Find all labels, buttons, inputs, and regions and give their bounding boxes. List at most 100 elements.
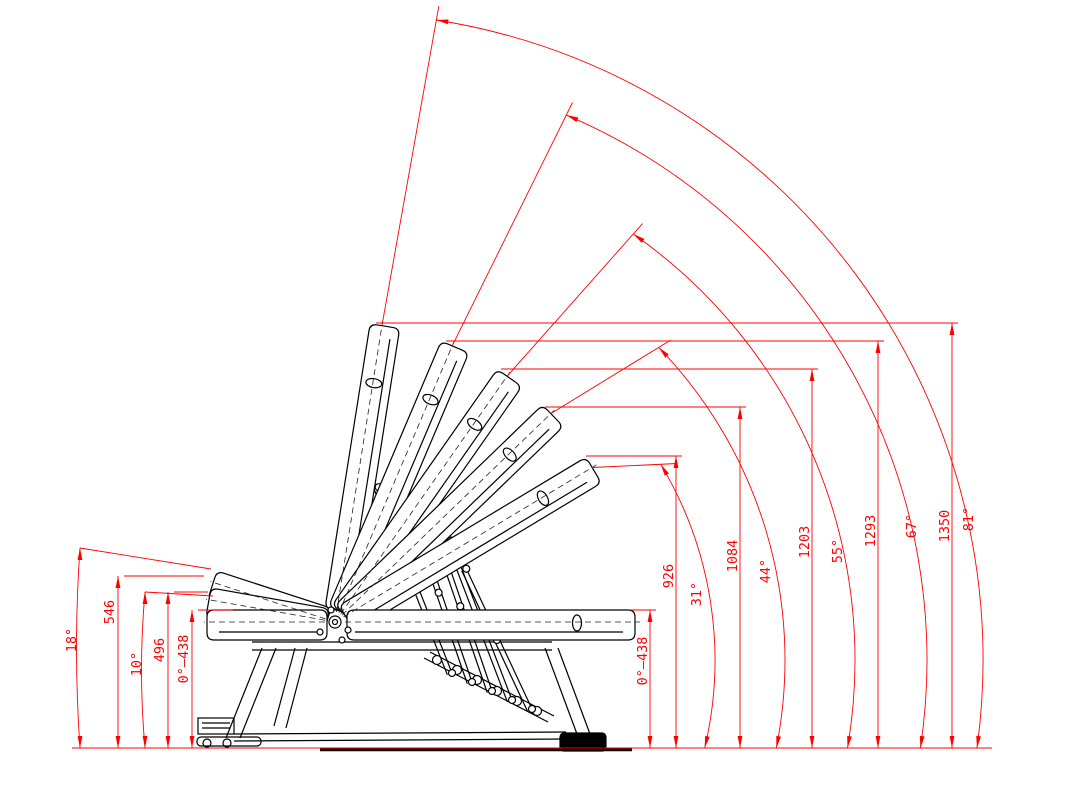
frame-member	[557, 647, 591, 735]
construction-lines	[204, 320, 640, 623]
dimension-angle-81	[381, 6, 984, 749]
angle-leader	[381, 6, 440, 326]
strut-pin-hole	[507, 695, 517, 705]
dimension-arrow	[776, 735, 782, 748]
dimension-arrow	[647, 736, 653, 748]
dimension-arrow	[566, 115, 579, 122]
angle-leader	[144, 591, 214, 597]
dimension-height-926	[586, 455, 682, 748]
pad-outline	[206, 609, 328, 641]
dimension-arrow	[875, 341, 881, 353]
dimension-arrow	[660, 464, 669, 476]
dimension-label-angle-18: 18°	[64, 628, 80, 652]
angle-leader	[451, 102, 573, 347]
centerline-back-67	[334, 341, 455, 623]
dimension-angle-31	[592, 463, 716, 749]
dimension-arrow	[142, 592, 148, 604]
strut-pin-hole	[462, 564, 471, 573]
dimension-arrow	[165, 592, 171, 604]
pivot-bolt	[327, 606, 335, 614]
centerline-back-81	[334, 320, 384, 623]
dimension-arrow	[115, 576, 121, 588]
angle-arc	[76, 547, 81, 749]
dimension-label-height-546: 546	[102, 600, 118, 624]
angle-leader	[506, 223, 643, 377]
front-foot	[196, 736, 262, 747]
strut-pin-hole	[467, 677, 477, 687]
strut-pin-hole	[527, 704, 537, 714]
dimension-label-height-438-right: 0°—438	[635, 637, 651, 686]
dimension-height-1084	[545, 406, 746, 748]
dimension-arrow	[737, 407, 743, 419]
frame-member	[273, 647, 296, 727]
frame-member	[285, 647, 308, 729]
pad-grip-hole	[536, 490, 550, 507]
dimension-arrow	[189, 610, 195, 622]
dimension-label-height-1203: 1203	[797, 526, 813, 559]
angle-arc-67	[566, 114, 928, 749]
dimension-label-height-1084: 1084	[725, 540, 741, 573]
dimension-arrow	[919, 735, 925, 748]
angle-leader	[550, 339, 671, 414]
dimension-height-438-left	[189, 609, 233, 748]
strut-pin-hole	[456, 602, 465, 611]
dimension-label-angle-31: 31°	[689, 582, 705, 606]
dimension-arrow	[976, 735, 982, 748]
dimension-arrow	[77, 548, 83, 560]
pivot-bolt	[344, 626, 352, 634]
dimension-height-546	[115, 575, 204, 748]
pad-grip-hole	[422, 393, 439, 406]
dimension-angle-18	[76, 547, 212, 749]
dimension-label-height-1293: 1293	[863, 515, 879, 548]
angle-arc-81	[436, 19, 984, 749]
dimension-label-height-438-left: 0°—438	[176, 635, 192, 684]
angle-leader	[592, 463, 675, 468]
dimension-arrow	[673, 456, 679, 468]
dimension-label-angle-81: 81°	[961, 507, 977, 531]
centerline-seat-18	[210, 581, 336, 623]
seat-pad-0deg	[206, 609, 328, 641]
frame-member	[225, 647, 263, 739]
dimension-arrow	[704, 735, 710, 748]
pivot-hardware	[316, 606, 352, 644]
dimension-arrow	[189, 736, 195, 748]
strut-pin-hole	[487, 686, 497, 696]
pad-seam	[356, 481, 588, 621]
pad-grip-hole	[466, 417, 483, 431]
dimension-height-1203	[501, 368, 818, 748]
dimension-angle-10	[141, 591, 214, 749]
pivot-bolt	[331, 618, 339, 626]
front-roller-stack	[197, 717, 235, 735]
pad-grip-hole	[365, 377, 383, 389]
dimension-angle-67	[451, 102, 928, 749]
dimension-label-angle-44: 44°	[758, 559, 774, 583]
dimension-label-height-1350: 1350	[937, 510, 953, 543]
pad-outline	[337, 406, 562, 625]
dimension-arrow	[658, 347, 669, 358]
dimension-arrow	[737, 736, 743, 748]
dimension-arrow	[633, 234, 645, 243]
pad-grip-hole	[502, 447, 517, 462]
dimension-arrow	[949, 323, 955, 335]
angle-leader	[79, 547, 212, 570]
dimension-arrow	[809, 736, 815, 748]
centerline-back-44	[334, 409, 555, 623]
dimension-arrow	[647, 610, 653, 622]
pad-outline	[346, 609, 636, 641]
centerline-back-31	[334, 464, 597, 623]
angle-arc	[141, 591, 146, 749]
dimension-label-angle-55: 55°	[830, 539, 846, 563]
angle-arc-31	[660, 464, 716, 749]
frame-member	[239, 647, 277, 739]
frame-member	[233, 738, 567, 742]
dimension-height-1350	[376, 322, 958, 748]
pad-outline	[333, 371, 521, 621]
roller-wheel	[222, 738, 232, 748]
backrest-pad-0deg	[346, 609, 636, 641]
dimension-arrow	[115, 736, 121, 748]
dimension-arrow	[673, 736, 679, 748]
centerline-back-55	[334, 371, 511, 623]
